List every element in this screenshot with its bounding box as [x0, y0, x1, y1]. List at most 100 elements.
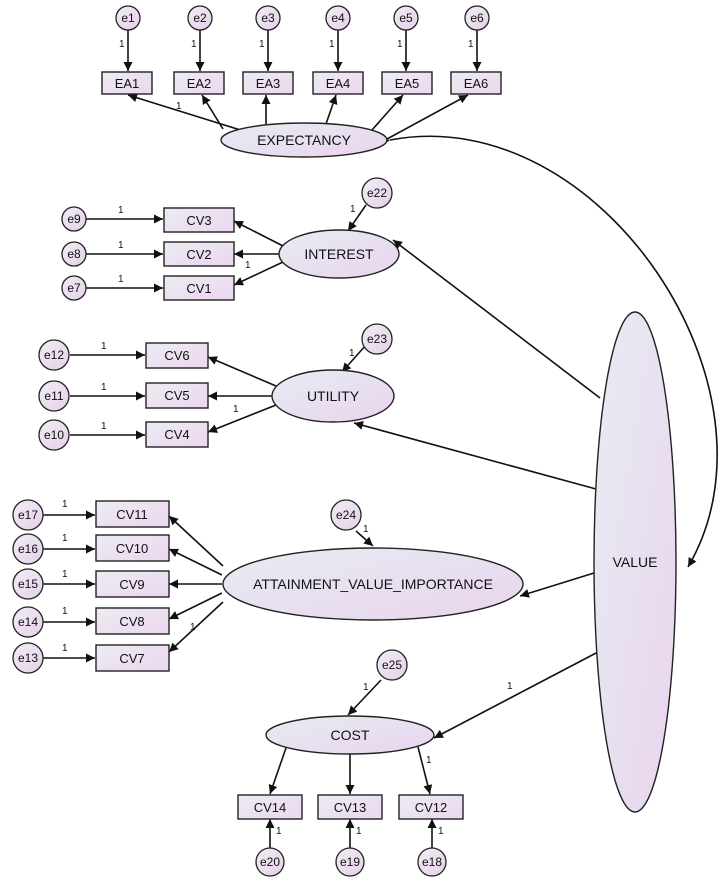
error-e9-label: e9 [67, 212, 81, 226]
weight-e15: 1 [62, 569, 68, 580]
error-e5-label: e5 [399, 11, 413, 25]
error-e5 [393, 5, 419, 31]
observed-ea1-box [101, 71, 153, 95]
observed-cv5-label: CV5 [164, 388, 189, 403]
weight-cv7-loading: 1 [190, 622, 196, 633]
observed-cv6-box [145, 342, 209, 369]
error-e19 [335, 847, 365, 877]
path-expectancy-ea6 [386, 94, 469, 140]
path-expectancy-ea4 [325, 94, 338, 125]
weight-e23: 1 [349, 348, 355, 359]
error-e23-label: e23 [367, 332, 387, 346]
observed-cv3-box [163, 207, 235, 233]
covariance-expectancy-value [380, 135, 718, 568]
path-interest-cv3 [233, 220, 284, 247]
observed-cv14-label: CV14 [254, 800, 287, 815]
path-e23-utility [341, 344, 367, 373]
observed-cv13-label: CV13 [334, 800, 367, 815]
error-e12 [38, 339, 70, 371]
error-e20 [255, 847, 285, 877]
weight-e4: 1 [329, 39, 335, 50]
path-utility-cv6 [207, 356, 277, 387]
observed-cv14-box [237, 794, 303, 820]
error-e16-label: e16 [18, 542, 38, 556]
observed-cv12-box [398, 794, 464, 820]
weight-cv4-loading: 1 [233, 404, 239, 415]
error-e2 [187, 5, 213, 31]
error-e4 [325, 5, 351, 31]
observed-cv9-label: CV9 [119, 577, 144, 592]
weight-e9: 1 [118, 205, 124, 216]
error-e11 [38, 380, 70, 412]
observed-cv8-box [95, 607, 170, 635]
weight-cv1-loading: 1 [245, 260, 251, 271]
observed-ea4-box [312, 71, 364, 95]
path-value-utility [353, 421, 597, 490]
error-e25-label: e25 [382, 658, 402, 672]
error-e19-label: e19 [340, 855, 360, 869]
path-expectancy-ea2 [201, 94, 224, 130]
path-attainment-cv10 [168, 548, 223, 576]
error-e9 [61, 206, 87, 232]
path-attainment-cv11 [168, 515, 224, 567]
weight-e19: 1 [356, 826, 362, 837]
observed-cv6-label: CV6 [164, 348, 189, 363]
path-value-cost [433, 651, 599, 739]
observed-ea6-label: EA6 [464, 76, 489, 91]
error-e24 [330, 499, 362, 531]
path-expectancy-ea1 [127, 93, 251, 134]
observed-cv4-box [145, 421, 209, 448]
path-e25-cost [347, 679, 382, 716]
latent-variables: EXPECTANCY INTEREST UTILITY ATTAINMENT_V… [220, 122, 677, 813]
latent-cost [265, 715, 435, 755]
path-attainment-cv8 [168, 592, 223, 620]
latent-utility-label: UTILITY [307, 388, 360, 404]
latent-attainment-label: ATTAINMENT_VALUE_IMPORTANCE [253, 576, 493, 592]
weight-e22: 1 [350, 204, 356, 215]
weight-e7: 1 [118, 274, 124, 285]
observed-cv7-label: CV7 [119, 651, 144, 666]
observed-ea3-label: EA3 [256, 76, 281, 91]
observed-cv12-label: CV12 [415, 800, 448, 815]
error-e15-label: e15 [18, 577, 38, 591]
path-e24-attainment [355, 530, 374, 547]
error-e17 [12, 499, 44, 531]
error-e1-label: e1 [121, 11, 135, 25]
weight-cv12-loading: 1 [426, 755, 432, 766]
latent-interest-label: INTEREST [304, 246, 374, 262]
path-interest-cv1 [233, 261, 284, 286]
weight-e6: 1 [468, 39, 474, 50]
error-e10 [38, 419, 70, 451]
observed-ea2-box [173, 71, 225, 95]
weight-e25: 1 [363, 682, 369, 693]
observed-cv11-box [95, 500, 170, 528]
observed-cv13-box [317, 794, 383, 820]
weight-e13: 1 [62, 643, 68, 654]
observed-ea4-label: EA4 [326, 76, 351, 91]
latent-expectancy [220, 122, 388, 158]
observed-cv4-label: CV4 [164, 427, 189, 442]
weight-ea1-loading: 1 [176, 101, 182, 112]
error-e10-label: e10 [44, 428, 64, 442]
observed-cv2-label: CV2 [186, 247, 211, 262]
paths-layer [43, 30, 718, 848]
weight-e8: 1 [118, 240, 124, 251]
error-e11-label: e11 [44, 389, 63, 403]
error-e14 [12, 606, 44, 638]
error-e20-label: e20 [260, 855, 280, 869]
path-cost-cv12 [417, 746, 433, 795]
error-e13-label: e13 [18, 651, 38, 665]
error-e1 [115, 5, 141, 31]
path-expectancy-ea5 [371, 94, 404, 131]
observed-ea1-label: EA1 [115, 76, 140, 91]
weight-e10: 1 [101, 421, 107, 432]
error-e14-label: e14 [18, 615, 38, 629]
weight-e5: 1 [397, 39, 403, 50]
weight-e24: 1 [363, 524, 369, 535]
error-e7 [61, 275, 87, 301]
error-e16 [12, 533, 44, 565]
weight-e18: 1 [438, 826, 444, 837]
observed-ea3-box [242, 71, 294, 95]
error-e24-label: e24 [336, 508, 356, 522]
latent-attainment [222, 547, 524, 621]
